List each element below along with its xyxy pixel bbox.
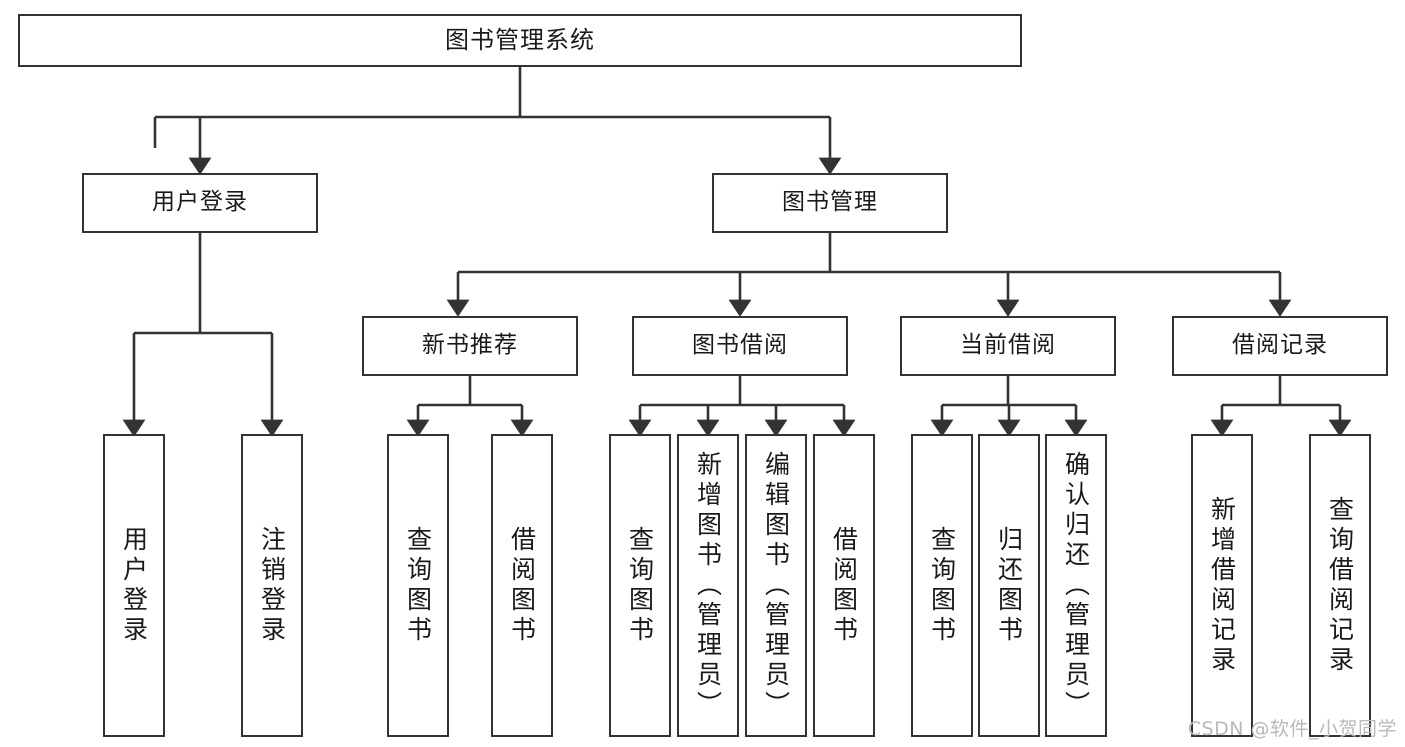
node-leaf-label: 注销登录 <box>257 525 287 646</box>
node-leaf-new-book-query-book[interactable]: 查询图书 <box>387 434 449 737</box>
node-leaf-label: 新增借阅记录 <box>1207 495 1237 676</box>
node-leaf-borrow-record-query-record[interactable]: 查询借阅记录 <box>1309 434 1371 737</box>
node-leaf-book-borrow-add-book-admin[interactable]: 新增图书（管理员） <box>677 434 739 737</box>
node-leaf-current-borrow-return-book[interactable]: 归还图书 <box>978 434 1040 737</box>
node-leaf-book-borrow-edit-book-admin[interactable]: 编辑图书（管理员） <box>745 434 807 737</box>
node-leaf-label: 查询图书 <box>927 525 957 646</box>
node-new-book-recommend[interactable]: 新书推荐 <box>362 316 578 376</box>
node-leaf-label: 借阅图书 <box>829 525 859 646</box>
node-leaf-label: 查询借阅记录 <box>1325 495 1355 676</box>
node-leaf-label: 编辑图书（管理员） <box>761 450 791 721</box>
node-new-book-recommend-label: 新书推荐 <box>422 332 518 359</box>
csdn-watermark: CSDN @软件_小贺同学 <box>1187 718 1397 740</box>
node-current-borrow-label: 当前借阅 <box>960 332 1056 359</box>
node-leaf-book-borrow-borrow-book[interactable]: 借阅图书 <box>813 434 875 737</box>
node-leaf-borrow-record-add-record[interactable]: 新增借阅记录 <box>1191 434 1253 737</box>
node-book-borrow-label: 图书借阅 <box>692 332 788 359</box>
node-leaf-user-login-logout[interactable]: 注销登录 <box>241 434 303 737</box>
node-root-label: 图书管理系统 <box>445 26 595 55</box>
node-book-management[interactable]: 图书管理 <box>712 173 948 233</box>
node-leaf-label: 借阅图书 <box>507 525 537 646</box>
node-leaf-label: 查询图书 <box>403 525 433 646</box>
node-leaf-current-borrow-query-book[interactable]: 查询图书 <box>911 434 973 737</box>
node-borrow-record[interactable]: 借阅记录 <box>1172 316 1388 376</box>
node-current-borrow[interactable]: 当前借阅 <box>900 316 1116 376</box>
node-leaf-label: 归还图书 <box>994 525 1024 646</box>
node-leaf-user-login-login[interactable]: 用户登录 <box>103 434 165 737</box>
node-book-borrow[interactable]: 图书借阅 <box>632 316 848 376</box>
node-leaf-label: 查询图书 <box>625 525 655 646</box>
node-book-management-label: 图书管理 <box>782 189 878 216</box>
node-leaf-label: 新增图书（管理员） <box>693 450 723 721</box>
node-leaf-label: 用户登录 <box>119 525 149 646</box>
node-user-login-label: 用户登录 <box>152 189 248 216</box>
node-root-book-management-system[interactable]: 图书管理系统 <box>18 14 1022 67</box>
node-leaf-label: 确认归还（管理员） <box>1061 450 1091 721</box>
node-borrow-record-label: 借阅记录 <box>1232 332 1328 359</box>
node-leaf-new-book-borrow-book[interactable]: 借阅图书 <box>491 434 553 737</box>
node-user-login[interactable]: 用户登录 <box>82 173 318 233</box>
node-leaf-current-borrow-confirm-return-admin[interactable]: 确认归还（管理员） <box>1045 434 1107 737</box>
node-leaf-book-borrow-query-book[interactable]: 查询图书 <box>609 434 671 737</box>
